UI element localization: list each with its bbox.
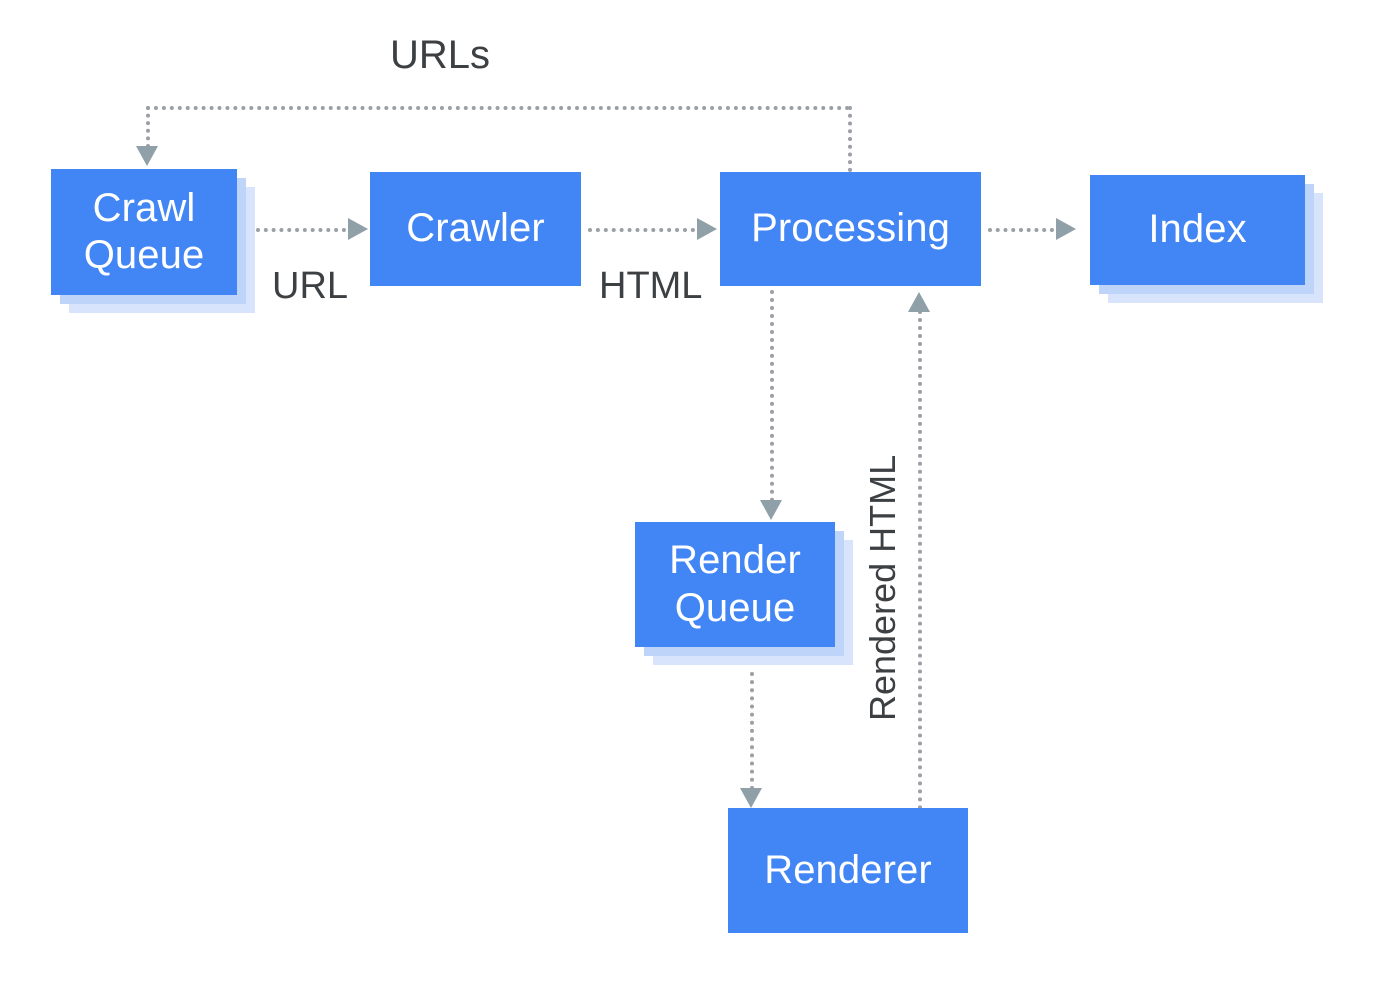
edge-label-url: URL [272,265,349,307]
node-renderer[interactable]: Renderer [728,808,968,933]
edge-processing-to-crawlqueue-span [146,106,850,110]
edge-processing-to-renderqueue-arrowhead [760,500,782,520]
edge-label-urls: URLs [390,33,491,77]
edge-label-html: HTML [599,265,703,307]
node-crawl-queue[interactable]: Crawl Queue [51,169,255,313]
edge-renderer-to-processing-line [918,310,922,810]
node-crawl-queue-label: Crawl Queue [51,169,237,295]
node-index[interactable]: Index [1090,175,1323,303]
edge-processing-to-index-arrowhead [1056,218,1076,240]
edge-crawlqueue-to-crawler-line [256,228,346,232]
node-crawler[interactable]: Crawler [370,172,581,286]
node-processing-label: Processing [720,172,981,286]
edge-crawler-to-processing-arrowhead [697,218,717,240]
edge-processing-to-renderqueue-line [770,290,774,502]
node-render-queue[interactable]: Render Queue [635,522,853,665]
edge-renderer-to-processing-arrowhead [908,292,930,312]
edge-renderqueue-to-renderer-line [750,672,754,790]
node-render-queue-label: Render Queue [635,522,835,647]
edge-processing-to-crawlqueue-riser [848,106,852,172]
edge-processing-to-index-line [988,228,1054,232]
edge-crawlqueue-to-crawler-arrowhead [348,218,368,240]
edge-crawler-to-processing-line [588,228,695,232]
node-renderer-label: Renderer [728,808,968,933]
edge-renderqueue-to-renderer-arrowhead [740,788,762,808]
node-processing[interactable]: Processing [720,172,981,286]
node-crawler-label: Crawler [370,172,581,286]
edge-processing-to-crawlqueue-arrowhead [136,146,158,166]
edge-processing-to-crawlqueue-drop [146,106,150,148]
edge-label-rendered-html: Rendered HTML [862,454,903,721]
node-index-label: Index [1090,175,1305,285]
